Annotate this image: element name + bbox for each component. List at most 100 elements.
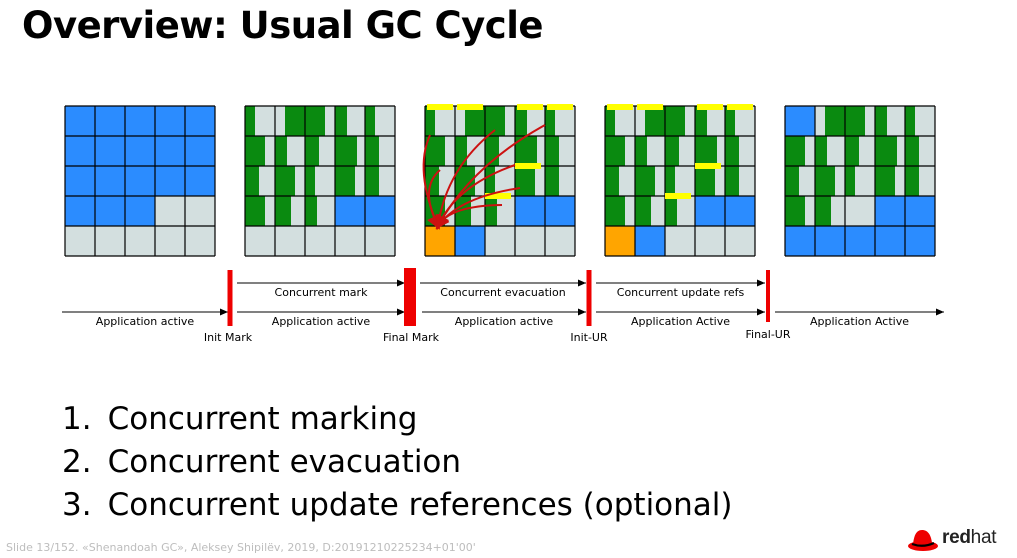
pause-bar <box>404 268 416 326</box>
live-object <box>695 166 715 196</box>
heap-grid-1 <box>64 105 216 257</box>
live-object <box>695 106 707 136</box>
redhat-icon <box>908 530 938 551</box>
pause-label-final-mark: Final Mark <box>383 331 440 344</box>
live-object <box>665 106 685 136</box>
live-object <box>365 136 379 166</box>
updated-ref-marker <box>517 104 543 110</box>
heap-region <box>185 196 215 226</box>
live-object <box>305 166 315 196</box>
heap-grid-5 <box>784 105 936 257</box>
live-object <box>825 106 845 136</box>
live-object <box>425 136 445 166</box>
heap-region <box>95 196 125 226</box>
live-object <box>785 136 805 166</box>
live-object <box>485 166 495 196</box>
live-object <box>875 106 887 136</box>
heap-region <box>245 226 275 256</box>
live-object <box>275 136 287 166</box>
live-object <box>545 106 555 136</box>
live-object <box>645 106 665 136</box>
heap-region <box>665 226 695 256</box>
live-object <box>665 136 679 166</box>
live-object <box>245 136 265 166</box>
live-object <box>605 166 619 196</box>
updated-ref-marker <box>697 104 723 110</box>
redhat-wordmark: redhat <box>942 527 997 548</box>
heap-region <box>335 226 365 256</box>
live-object <box>845 106 865 136</box>
pause-bar <box>227 270 233 326</box>
heap-region <box>185 136 215 166</box>
live-object <box>335 166 355 196</box>
heap-region <box>125 106 155 136</box>
live-object <box>905 106 915 136</box>
concurrent-phase-arrow-head <box>397 279 405 287</box>
heap-region <box>875 196 905 226</box>
heap-region <box>65 136 95 166</box>
live-object <box>605 106 615 136</box>
updated-ref-marker <box>607 104 633 110</box>
application-arrow-head <box>578 308 586 316</box>
heap-region <box>365 196 395 226</box>
heap-region <box>515 226 545 256</box>
live-object <box>785 166 799 196</box>
live-object <box>875 166 895 196</box>
heap-region <box>785 226 815 256</box>
updated-ref-marker <box>457 104 483 110</box>
live-object <box>815 166 835 196</box>
live-object <box>275 166 295 196</box>
live-object <box>635 136 647 166</box>
heap-region <box>485 226 515 256</box>
updated-ref-marker <box>695 163 721 169</box>
live-object <box>635 196 651 226</box>
live-object <box>305 196 317 226</box>
heap-region <box>185 106 215 136</box>
heap-region <box>845 226 875 256</box>
live-object <box>725 106 735 136</box>
heap-region <box>95 166 125 196</box>
heap-region <box>545 196 575 226</box>
live-object <box>275 196 291 226</box>
live-object <box>695 136 717 166</box>
live-object <box>245 106 255 136</box>
updated-ref-marker <box>665 193 691 199</box>
application-arrow-head <box>397 308 405 316</box>
heap-region <box>275 226 305 256</box>
heap-region <box>125 166 155 196</box>
live-object <box>515 136 537 166</box>
heap-region <box>845 196 875 226</box>
live-object <box>425 106 435 136</box>
phase-item-marking: 1. Concurrent marking <box>62 401 418 437</box>
concurrent-phase-label: Concurrent evacuation <box>440 286 565 299</box>
live-object <box>845 166 855 196</box>
heap-region <box>695 196 725 226</box>
heap-region <box>155 106 185 136</box>
heap-region <box>905 226 935 256</box>
live-object <box>365 166 379 196</box>
heap-region <box>305 226 335 256</box>
phase-item-evacuation: 2. Concurrent evacuation <box>62 444 462 480</box>
concurrent-phase-arrow-head <box>578 279 586 287</box>
evacuation-arrow <box>435 204 503 230</box>
heap-region <box>335 196 365 226</box>
heap-region <box>605 226 635 256</box>
concurrent-phase-label: Concurrent mark <box>275 286 369 299</box>
heap-region <box>725 226 755 256</box>
live-object <box>815 136 827 166</box>
heap-region <box>155 136 185 166</box>
live-object <box>335 106 347 136</box>
application-label: Application active <box>272 315 371 328</box>
heap-region <box>785 106 815 136</box>
live-object <box>815 196 831 226</box>
live-object <box>335 136 357 166</box>
updated-ref-marker <box>485 193 511 199</box>
updated-ref-marker <box>637 104 663 110</box>
live-object <box>245 166 259 196</box>
live-object <box>305 106 325 136</box>
heap-region <box>65 106 95 136</box>
updated-ref-marker <box>515 163 541 169</box>
application-label: Application active <box>96 315 195 328</box>
heap-region <box>695 226 725 256</box>
